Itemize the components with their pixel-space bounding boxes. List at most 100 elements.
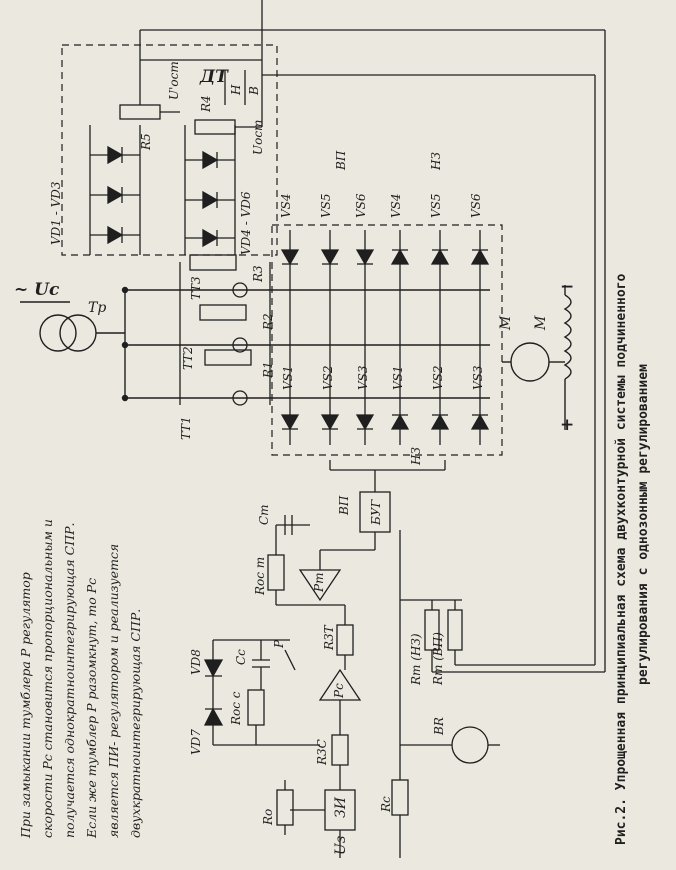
vp-lower-thyristors: [280, 414, 375, 431]
rc-label: Rс: [379, 796, 393, 813]
vd7-label: VD7: [189, 729, 203, 755]
vd1-vd3-label: VD1 - VD3: [49, 181, 63, 245]
transformer-coil-2: [59, 314, 97, 352]
zi-label: ЗИ: [333, 796, 349, 818]
r2-label: R2: [261, 313, 275, 331]
vd4-vd6-diodes: [185, 150, 235, 248]
vs3-nz-label: VS3: [471, 365, 485, 390]
pc-label: Рс: [332, 683, 346, 699]
vs5-vp-label: VS5: [319, 193, 333, 218]
vp-upper-thyristors: [280, 249, 375, 266]
switch-b-label: В: [247, 86, 261, 96]
rt-vp-label: Rт (ВП): [431, 632, 445, 686]
ct-label: Cт: [257, 504, 271, 525]
nz-lower-thyristors: [390, 413, 490, 430]
nz-upper-thyristors: [390, 248, 490, 265]
field-label: М: [533, 315, 549, 331]
rt-nz-label: Rт (НЗ): [409, 633, 423, 686]
tt2-label: ТТ2: [181, 346, 195, 370]
thyristor-bridge: [280, 230, 490, 445]
p-label: Р: [272, 639, 286, 649]
r3-label: R3: [251, 265, 265, 283]
tt1-coil: [232, 390, 248, 406]
caption-line-2: регулирования с однозонным регулирование…: [636, 364, 651, 685]
transformer-label: Тр: [88, 300, 106, 316]
tt3-label: ТТ3: [189, 276, 203, 300]
current-sensor-label: ДТ: [199, 67, 229, 87]
vs4-nz-label: VS4: [389, 193, 403, 218]
diode-bridges: [89, 59, 263, 255]
vp-top-label: ВП: [334, 150, 348, 171]
pt-label: Рт: [312, 573, 326, 593]
r2-resistor: [199, 304, 247, 321]
roc-c-resistor: [247, 689, 265, 726]
uoct-prime-label: U'ост: [167, 61, 181, 100]
transformer-coil-1: [39, 314, 77, 352]
ro-resistor: [276, 789, 294, 826]
motor-label: М: [498, 315, 514, 331]
r3c-resistor: [331, 734, 349, 766]
r5-resistor: [119, 104, 161, 120]
note-block: При замыкании тумблера Р регулятор скоро…: [18, 519, 143, 839]
vp-output-label: ВП: [337, 495, 351, 516]
r1-resistor: [204, 349, 252, 366]
r5-label: R5: [139, 133, 153, 151]
p-switch: [284, 649, 296, 671]
r3t-label: R3Т: [322, 624, 336, 651]
vd8-label: VD8: [189, 649, 203, 675]
current-sensor-box: [61, 44, 278, 256]
nz-top-label: НЗ: [429, 152, 443, 171]
switch-n-label: Н: [229, 84, 243, 96]
roc-t-label: Rос т: [253, 557, 267, 596]
converter-box: [271, 224, 503, 456]
r3c-label: R3С: [315, 739, 329, 766]
transformer-group: [20, 286, 490, 402]
note-line-3: получается однократноинтегрирующая СПР.: [62, 523, 77, 838]
tt2-coil: [232, 337, 248, 353]
note-line-2: скорости Рс становится пропорциональным …: [40, 519, 55, 838]
vs1-nz-label: VS1: [391, 365, 405, 390]
motor-armature: [510, 342, 550, 382]
nz-output-label: НЗ: [409, 447, 423, 466]
control-circuit: [139, 0, 606, 858]
note-line-6: двухкратноинтегрирующая СПР.: [128, 609, 143, 838]
tt1-label: ТТ1: [179, 416, 193, 440]
tt3-coil: [232, 282, 248, 298]
r4-resistor: [194, 119, 236, 135]
current-transformers: [179, 254, 271, 406]
vs1-vp-label: VS1: [281, 365, 295, 390]
vs5-nz-label: VS5: [429, 193, 443, 218]
vs6-nz-label: VS6: [469, 193, 483, 218]
uoct-label: Uост: [251, 120, 265, 155]
vs2-nz-label: VS2: [431, 365, 445, 390]
caption-line-1: Рис.2. Упрощенная принципиальная схема д…: [614, 273, 629, 845]
br-tachogenerator: [451, 726, 489, 764]
u3-label: Uз: [333, 836, 349, 855]
field-winding: [563, 294, 572, 380]
roc-c-label: Rос с: [229, 691, 243, 726]
note-line-4: Если же тумблер Р разомкнут, то Рс: [84, 578, 99, 839]
cc-label: Cс: [234, 649, 248, 665]
minus-terminal: −: [560, 277, 574, 297]
r3t-resistor: [336, 624, 354, 656]
r4-label: R4: [199, 95, 213, 113]
supply-label: ~ Uc: [14, 280, 60, 300]
vd4-vd6-label: VD4 - VD6: [239, 191, 253, 255]
vs2-vp-label: VS2: [321, 365, 335, 390]
r3-resistor: [189, 254, 237, 271]
note-line-1: При замыкании тумблера Р регулятор: [18, 572, 33, 839]
rc-resistor: [391, 779, 409, 816]
br-label: BR: [432, 717, 446, 736]
note-line-5: является ПИ- регулятором и реализуется: [106, 544, 121, 838]
motor-group: [502, 285, 572, 430]
vs3-vp-label: VS3: [356, 365, 370, 390]
vs4-vp-label: VS4: [279, 193, 293, 218]
vd1-vd3-diodes: [90, 145, 140, 245]
ro-label: Rо: [261, 809, 275, 826]
rt-vp-resistor: [447, 609, 463, 651]
figure-caption: Рис.2. Упрощенная принципиальная схема д…: [614, 273, 651, 845]
vs6-vp-label: VS6: [354, 193, 368, 218]
bug-label: БУГ: [369, 499, 383, 526]
